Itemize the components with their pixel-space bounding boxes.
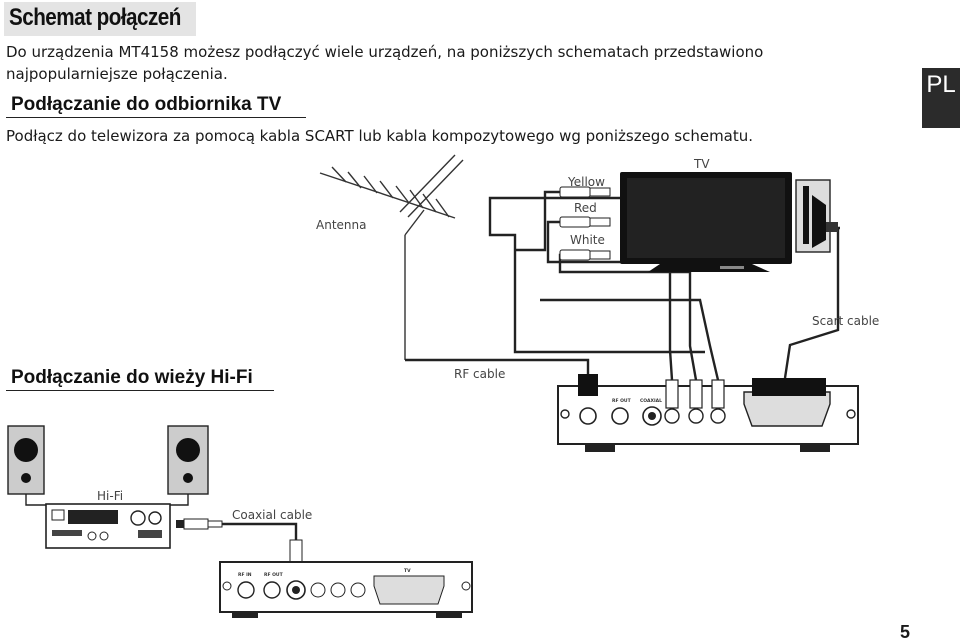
label-coaxial-cable: Coaxial cable [232,508,312,522]
hifi-amplifier-icon [45,503,171,549]
language-tab: PL [922,68,960,128]
label-white: White [570,233,605,247]
label-antenna: Antenna [316,218,366,232]
label-yellow: Yellow [567,175,605,189]
heading-tv: Podłączanie do odbiornika TV [11,94,282,115]
label-rf-out: RF OUT [612,398,632,404]
stb-rear-panel-hifi: RF IN RF OUT TV [219,561,473,618]
tv-scart-socket-icon [795,179,838,253]
label-rf-out-2: RF OUT [264,572,284,578]
label-rf-cable: RF cable [454,367,505,381]
label-hifi: Hi-Fi [97,489,123,503]
tv-icon [620,172,792,272]
intro-text: Do urządzenia MT4158 możesz podłączyć wi… [6,43,764,83]
label-tv-name: TV [693,157,710,171]
heading-tv-underline [6,117,306,118]
rca-plugs-icon [559,186,611,261]
page-title: Schemat połączeń [9,4,181,31]
title-box [4,2,196,36]
label-red: Red [574,201,597,215]
label-rf-in: RF IN [238,572,252,578]
heading-hifi: Podłączanie do wieży Hi-Fi [11,367,253,388]
speaker-right-icon [167,425,209,495]
antenna-icon [319,154,464,360]
page-number: 5 [900,622,911,642]
label-scart-cable: Scart cable [812,314,879,328]
coaxial-plug-icon [176,518,303,563]
label-tv: TV [404,568,411,574]
speaker-left-icon [7,425,45,495]
tv-description: Podłącz do telewizora za pomocą kabla SC… [6,127,754,145]
stb-rear-panel-tv: RF OUT COAXIAL [557,374,859,452]
heading-hifi-underline [6,390,274,391]
label-coaxial: COAXIAL [640,398,662,404]
